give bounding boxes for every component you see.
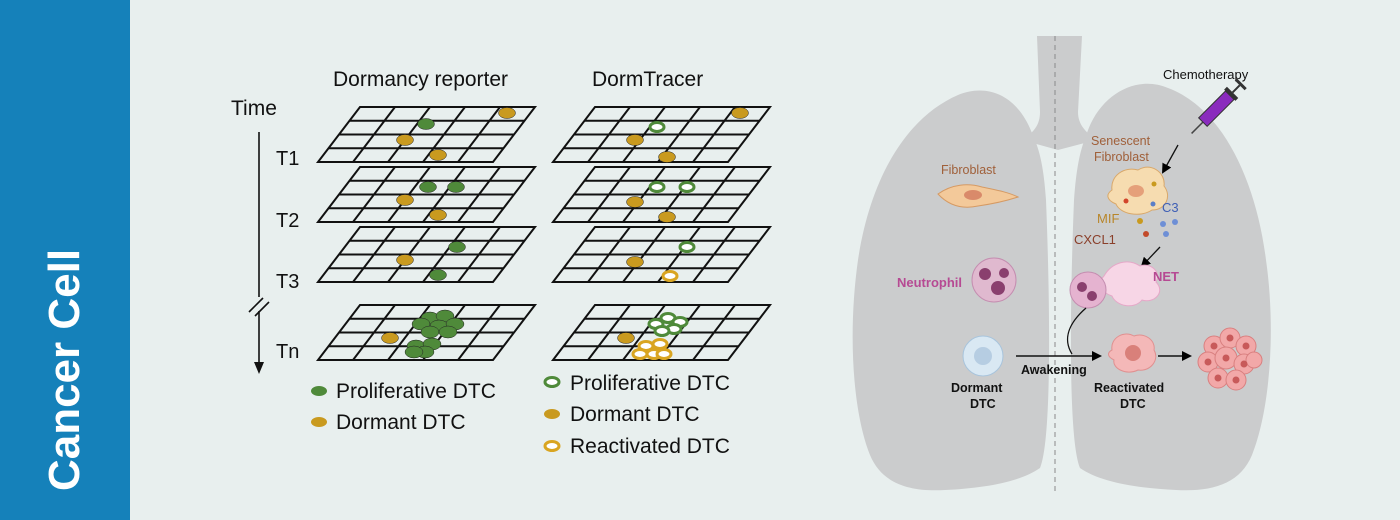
- cell-dormant-dot: [626, 196, 644, 208]
- dormant-dtc-icon: [962, 335, 1004, 377]
- cxcl1-label: CXCL1: [1074, 232, 1116, 247]
- signal-to-net-arrow: [1140, 246, 1161, 268]
- reactivated-dtc-label-line1: Reactivated: [1094, 381, 1164, 395]
- lung-illustration: [852, 36, 1271, 492]
- reporter-legend-proliferative: Proliferative DTC: [336, 380, 496, 403]
- cell-dormant-dot: [381, 332, 399, 344]
- cell-dormant-dot: [396, 194, 414, 206]
- chemotherapy-label: Chemotherapy: [1163, 67, 1249, 82]
- grid-reporter-t2: [315, 166, 538, 223]
- senescent-label-line1: Senescent: [1091, 134, 1151, 148]
- legend-reactivated-ring-icon: [543, 440, 561, 452]
- tracer-legend: Proliferative DTC Dormant DTC Reactivate…: [543, 372, 730, 458]
- reporter-title: Dormancy reporter: [333, 68, 508, 91]
- reactivated-dtc-icon: [1108, 333, 1157, 373]
- senescent-fibroblast-icon: [1107, 166, 1168, 215]
- mif-label: MIF: [1097, 211, 1119, 226]
- legend-proliferative-dot-icon: [311, 386, 327, 396]
- reactivated-dtc-label-line2: DTC: [1120, 397, 1146, 411]
- trachea: [1022, 36, 1096, 150]
- cell-reactivated-ring: [631, 348, 649, 360]
- time-point-t3: T3: [276, 271, 299, 293]
- tracer-title: DormTracer: [592, 68, 703, 91]
- tracer-legend-proliferative: Proliferative DTC: [570, 372, 730, 395]
- time-label: Time: [231, 97, 277, 120]
- left-lung: [852, 90, 1050, 491]
- time-point-t2: T2: [276, 210, 299, 232]
- neutrophil-label: Neutrophil: [897, 275, 962, 290]
- cell-proliferative-ring: [648, 121, 666, 133]
- cell-reactivated-ring: [651, 338, 669, 350]
- tracer-legend-reactivated: Reactivated DTC: [570, 435, 730, 458]
- cell-dormant-dot: [617, 332, 635, 344]
- cell-proliferative-dot: [420, 325, 440, 339]
- cell-dormant-dot: [658, 211, 676, 223]
- cell-dormant-dot: [396, 134, 414, 146]
- net-icon: [1069, 261, 1161, 309]
- awakening-label: Awakening: [1021, 363, 1087, 377]
- dormant-dtc-label-line2: DTC: [970, 397, 996, 411]
- mif-molecule: [1137, 218, 1143, 224]
- time-point-t1: T1: [276, 148, 299, 170]
- net-to-awakening-connector: [1067, 307, 1087, 355]
- cell-dormant-dot: [731, 107, 749, 119]
- cell-dormant-dot: [626, 134, 644, 146]
- fibroblast-icon: [937, 184, 1020, 208]
- cell-markers: [381, 107, 749, 360]
- c3-label: C3: [1162, 200, 1179, 215]
- cell-proliferative-dot: [404, 345, 424, 359]
- cxcl1-molecule: [1143, 231, 1149, 237]
- tracer-legend-dormant: Dormant DTC: [570, 403, 700, 426]
- cell-proliferative-ring: [678, 241, 696, 253]
- cell-proliferative-ring: [648, 181, 666, 193]
- journal-sidebar: Cancer Cell: [0, 0, 130, 520]
- cell-proliferative-dot: [429, 269, 447, 281]
- neutrophil-icon: [971, 257, 1017, 303]
- cell-proliferative-ring: [678, 181, 696, 193]
- cell-dormant-dot: [658, 151, 676, 163]
- grid-reporter-t3: [315, 226, 538, 283]
- time-axis: [248, 132, 270, 374]
- time-point-tn: Tn: [276, 341, 299, 363]
- cell-proliferative-dot: [447, 181, 465, 193]
- cell-proliferative-dot: [419, 181, 437, 193]
- cell-dormant-dot: [498, 107, 516, 119]
- cell-proliferative-dot: [438, 325, 458, 339]
- cell-dormant-dot: [626, 256, 644, 268]
- syringe-icon: [1191, 78, 1247, 134]
- net-label: NET: [1153, 269, 1179, 284]
- cell-proliferative-dot: [448, 241, 466, 253]
- grid-layers: [315, 106, 773, 361]
- cell-proliferative-dot: [417, 118, 435, 130]
- cell-dormant-dot: [396, 254, 414, 266]
- grid-reporter-t1: [315, 106, 538, 163]
- legend-dormant-dot-icon: [544, 409, 560, 419]
- cell-reactivated-ring: [655, 348, 673, 360]
- c3-molecule: [1163, 231, 1169, 237]
- dormant-dtc-label-line1: Dormant: [951, 381, 1003, 395]
- c3-molecule: [1172, 219, 1178, 225]
- cell-reactivated-ring: [661, 270, 679, 282]
- fibroblast-label: Fibroblast: [941, 163, 996, 177]
- reporter-legend: Proliferative DTC Dormant DTC: [311, 380, 496, 434]
- grid-tracer-t3: [550, 226, 773, 283]
- senescent-label-line2: Fibroblast: [1094, 150, 1149, 164]
- chemo-to-fibroblast-arrow: [1162, 144, 1179, 174]
- cell-dormant-dot: [429, 149, 447, 161]
- cell-dormant-dot: [429, 209, 447, 221]
- cell-proliferative-ring: [653, 325, 671, 337]
- reporter-legend-dormant: Dormant DTC: [336, 411, 466, 434]
- legend-dormant-dot-icon: [311, 417, 327, 427]
- c3-molecule: [1160, 221, 1166, 227]
- metastasis-cluster-icon: [1197, 327, 1263, 391]
- legend-proliferative-ring-icon: [543, 376, 561, 388]
